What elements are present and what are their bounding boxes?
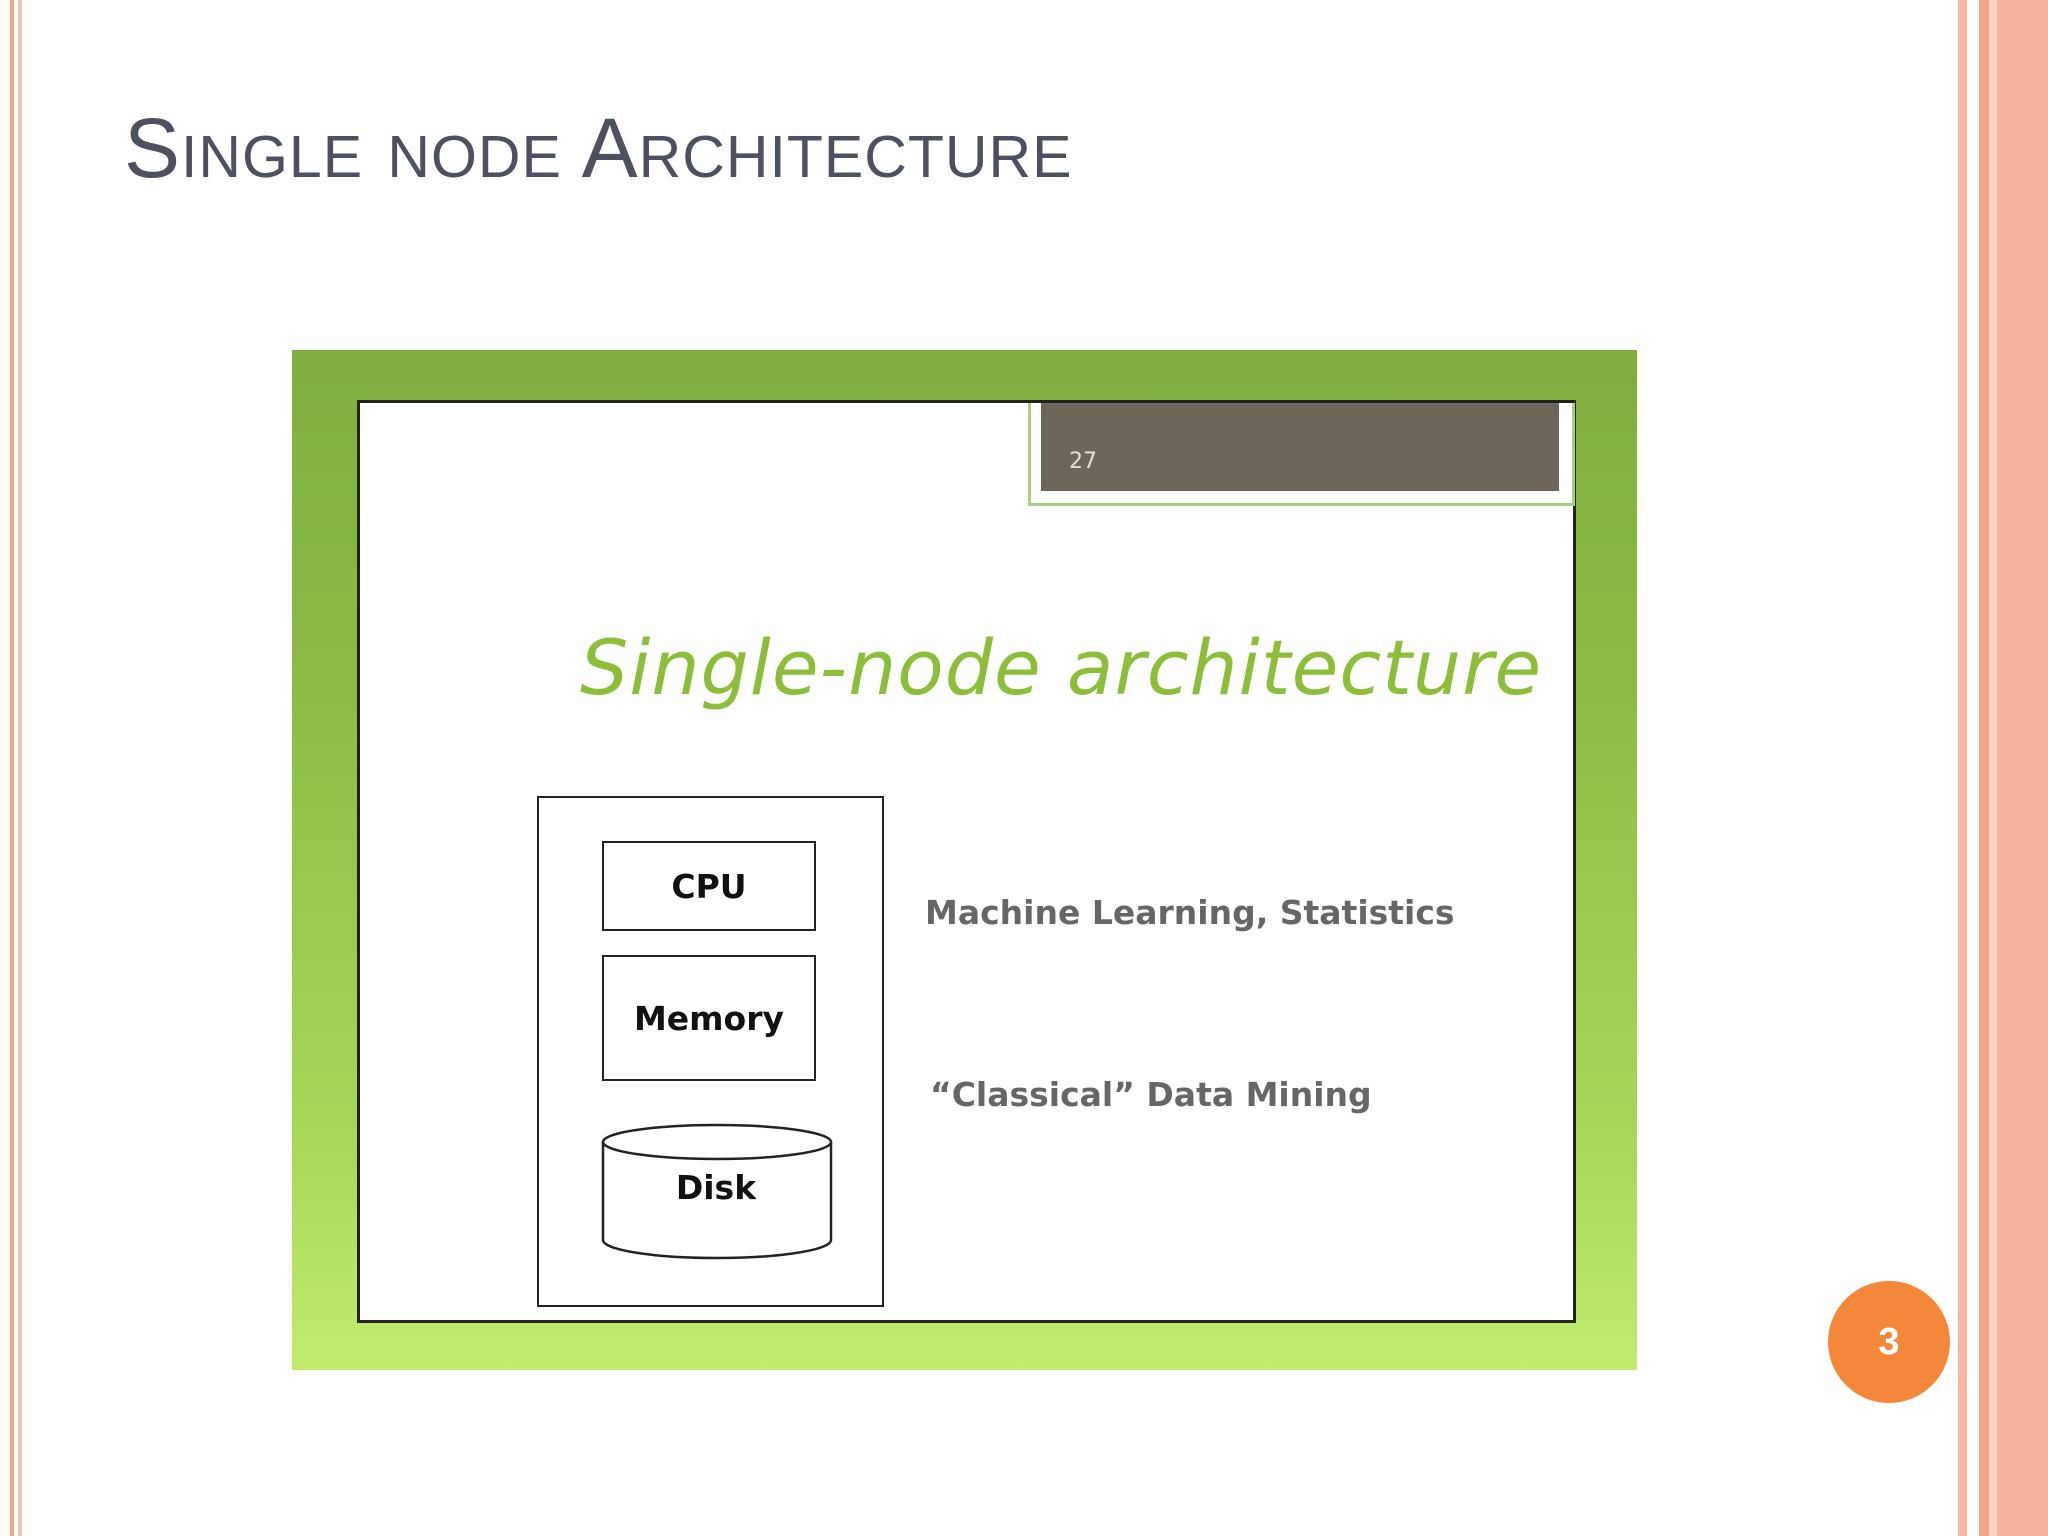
embedded-slide-content: 27 Single-node architecture CPU Memory D… — [357, 400, 1576, 1323]
page-number: 3 — [1878, 1320, 1900, 1363]
disk-label: Disk — [675, 1168, 757, 1207]
embedded-slide-title: Single-node architecture — [580, 623, 1543, 712]
memory-label: Memory — [633, 998, 785, 1038]
page-number-badge: 3 — [1828, 1281, 1950, 1403]
cpu-label: CPU — [671, 866, 747, 906]
node-box: CPU Memory Disk — [537, 796, 884, 1307]
memory-box: Memory — [602, 955, 816, 1081]
left-decor-stripe-outer — [10, 0, 14, 1536]
disk-cylinder-icon — [601, 1123, 833, 1260]
right-decor-stripe-2 — [1967, 0, 1979, 1536]
classical-data-mining-text: “Classical” Data Mining — [930, 1075, 1372, 1114]
right-decor-stripe-1 — [1958, 0, 1967, 1536]
slide-title: Single node Architecture — [124, 101, 1073, 195]
embedded-slide-image: 27 Single-node architecture CPU Memory D… — [292, 350, 1637, 1370]
cpu-box: CPU — [602, 841, 816, 931]
embedded-slide-number-tab: 27 — [1028, 403, 1575, 506]
left-decor-stripe-inner — [18, 0, 22, 1536]
embedded-slide-number-band: 27 — [1041, 403, 1559, 491]
right-decor-stripe-5 — [1997, 0, 2048, 1536]
right-decor-stripe-4 — [1989, 0, 1997, 1536]
ml-statistics-text: Machine Learning, Statistics — [925, 893, 1455, 932]
embedded-slide-number: 27 — [1069, 449, 1097, 474]
right-decor-stripe-3 — [1979, 0, 1989, 1536]
